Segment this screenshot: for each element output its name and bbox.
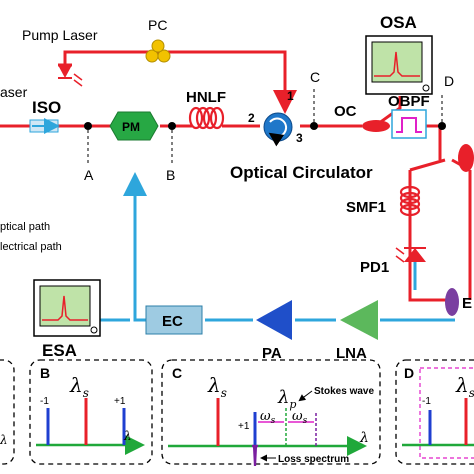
- point-a-dot: [84, 122, 92, 130]
- panel-c-omega-1: ωs: [260, 409, 276, 426]
- electrical-coupler: E: [445, 288, 472, 316]
- panel-c-plus1: +1: [238, 421, 250, 432]
- panel-d-letter: D: [404, 365, 414, 381]
- port-2-label: 2: [248, 111, 255, 125]
- obpf-filter: OBPF: [388, 93, 430, 139]
- panel-c-lambda-s: λs: [207, 373, 227, 400]
- port-1-label: 1: [287, 89, 294, 103]
- hnlf-label: HNLF: [186, 89, 226, 106]
- pm-label: PM: [122, 120, 140, 134]
- point-a-label: A: [84, 167, 94, 183]
- panel-d-minus1: -1: [422, 396, 431, 407]
- polarization-controller: PC: [145, 17, 171, 63]
- pc-label: PC: [148, 17, 167, 33]
- panel-b: B λs -1 +1 λ: [29, 359, 153, 465]
- lna-label: LNA: [336, 345, 367, 362]
- low-noise-amplifier: LNA: [336, 300, 378, 362]
- pd1-label: PD1: [360, 259, 389, 276]
- laser-label: aser: [0, 84, 28, 100]
- isolator: ISO: [29, 98, 61, 134]
- pa-label: PA: [262, 345, 282, 362]
- legend-electrical-label: lectrical path: [0, 241, 62, 253]
- panel-d-lambda: λs: [455, 373, 474, 400]
- optical-circulator: 1 2 3 Optical Circulator: [230, 89, 373, 182]
- point-b-label: B: [166, 167, 175, 183]
- e-label: E: [462, 295, 472, 312]
- smf1-label: SMF1: [346, 199, 386, 216]
- photodetector: PD1: [360, 247, 426, 276]
- panel-d: D λs -1: [395, 359, 474, 465]
- esa-label: ESA: [42, 341, 77, 360]
- obpf-label: OBPF: [388, 93, 430, 110]
- point-b-dot: [168, 122, 176, 130]
- point-c-label: C: [310, 69, 320, 85]
- panel-c: C λs λp Stokes wave ωs ωs +1 λ Loss spec…: [161, 359, 381, 467]
- panel-b-letter: B: [40, 365, 50, 381]
- panel-b-minus1: -1: [40, 396, 49, 407]
- pump-laser: Pump Laser: [22, 27, 98, 87]
- osa-instrument: OSA: [365, 13, 433, 95]
- point-d-label: D: [444, 73, 454, 89]
- panel-c-lambda-p: λp: [277, 387, 296, 411]
- panel-c-letter: C: [172, 365, 182, 381]
- power-amplifier: PA: [256, 300, 292, 362]
- panel-c-loss-dip: [252, 444, 258, 467]
- panel-a-axis-label: λ: [0, 433, 8, 447]
- panel-c-omega-2: ωs: [292, 409, 308, 426]
- legend: ptical path lectrical path: [0, 221, 62, 253]
- oc-label: OC: [334, 103, 357, 120]
- panel-a: λ: [0, 359, 15, 465]
- ec-label: EC: [162, 313, 183, 330]
- pump-laser-label: Pump Laser: [22, 27, 98, 43]
- optical-circulator-label: Optical Circulator: [230, 163, 373, 182]
- iso-label: ISO: [32, 98, 61, 117]
- point-d-dot: [438, 122, 446, 130]
- panel-b-axis-label: λ: [123, 429, 132, 443]
- legend-optical-label: ptical path: [0, 221, 50, 233]
- point-c-dot: [310, 122, 318, 130]
- electrical-coupler-box: EC: [145, 305, 203, 335]
- output-coupler: OC: [334, 103, 390, 132]
- osa-label: OSA: [380, 13, 417, 32]
- panel-b-lambda: λs: [69, 373, 89, 400]
- panel-b-plus1: +1: [114, 396, 126, 407]
- panel-c-stokes-arrow: [298, 390, 313, 402]
- smf1-coil: SMF1: [346, 185, 421, 217]
- hnlf-coil: HNLF: [186, 89, 226, 130]
- coupler-right: [458, 144, 474, 172]
- panel-c-loss-label: Loss spectrum: [278, 454, 349, 465]
- phase-modulator: PM: [109, 111, 159, 141]
- panel-c-stokes-label: Stokes wave: [314, 386, 374, 397]
- panel-c-axis-label: λ: [359, 430, 369, 446]
- esa-instrument: ESA: [33, 279, 101, 360]
- panel-d-filter-window: [419, 367, 474, 459]
- port-3-label: 3: [296, 131, 303, 145]
